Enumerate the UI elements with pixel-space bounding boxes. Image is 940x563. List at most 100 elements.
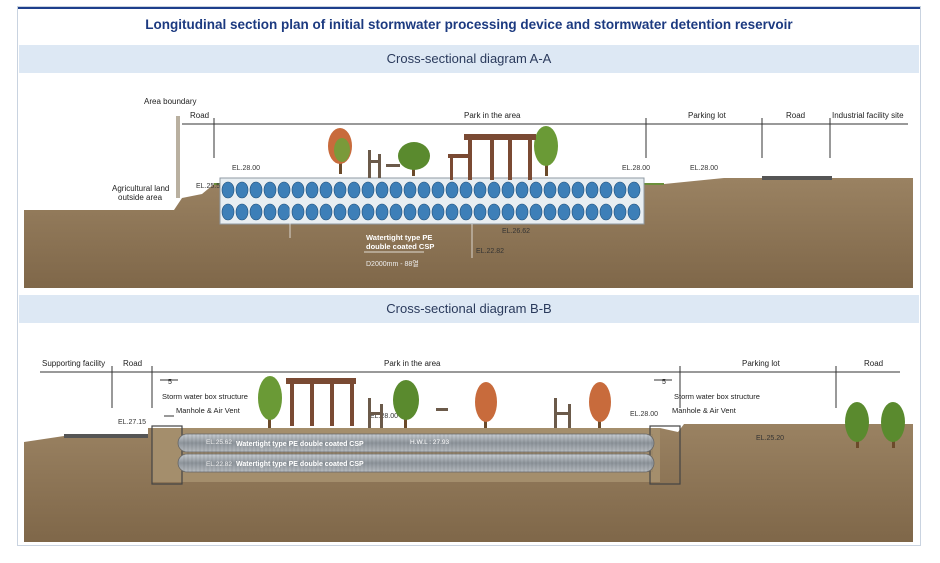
bench-post-group (368, 150, 400, 178)
pipe-cross-section (473, 203, 487, 221)
elevation-label: EL.26.62 (502, 228, 530, 235)
area-boundary-wall (176, 116, 180, 198)
pipe-cross-section (277, 203, 291, 221)
pipe-cross-section (445, 181, 459, 199)
pergola-structure (448, 134, 536, 180)
pipe-cross-section (487, 203, 501, 221)
elevation-label: EL.28.00 (232, 165, 260, 172)
hwl-label: H.W.L : 27.93 (410, 439, 450, 446)
tree-icon (398, 142, 430, 176)
pipe-spec-label: D2000mm - 88열 (366, 260, 419, 268)
pipe-cross-section (389, 181, 403, 199)
label-supporting: Supporting facility (42, 359, 105, 368)
tree-icon (881, 402, 905, 448)
dimension-left: 5 (168, 379, 172, 386)
label-parking: Parking lot (742, 359, 781, 368)
pipe-cross-section (431, 203, 445, 221)
detention-pipe-array (221, 181, 641, 221)
pipe-cross-section (305, 203, 319, 221)
pipe-cross-section (487, 181, 501, 199)
section-b-heading: Cross-sectional diagram B-B (19, 295, 919, 323)
pipe-cross-section (557, 181, 571, 199)
pipe-label-line2: double coated CSP (366, 242, 434, 251)
pipe-cross-section (305, 181, 319, 199)
pipe-cross-section (529, 181, 543, 199)
pipe-cross-section (599, 203, 613, 221)
label-area-boundary: Area boundary (144, 97, 196, 106)
pipe-cross-section (529, 203, 543, 221)
pipe-cross-section (473, 181, 487, 199)
elevation-label: EL.25.20 (756, 435, 784, 442)
pipe-cross-section (627, 203, 641, 221)
label-agricultural-line1: Agricultural land (112, 184, 169, 193)
section-a-diagram: Area boundary Road Park in the area Park… (24, 88, 913, 288)
pipe-cross-section (501, 181, 515, 199)
pipe-cross-section (291, 203, 305, 221)
section-b-diagram: Watertight type PE double coated CSP Wat… (24, 346, 913, 542)
label-park: Park in the area (464, 111, 521, 120)
label-park: Park in the area (384, 359, 441, 368)
pipe-cross-section (319, 181, 333, 199)
manhole-right-label: Manhole & Air Vent (672, 406, 737, 415)
label-road-right: Road (786, 111, 805, 120)
tree-icon (475, 382, 497, 428)
pipe-cross-section (557, 203, 571, 221)
page-title: Longitudinal section plan of initial sto… (145, 17, 793, 32)
tree-icon (393, 380, 419, 428)
pipe-cross-section (333, 181, 347, 199)
pipe-label-line1: Watertight type PE (366, 233, 432, 242)
pipe-cross-section (263, 203, 277, 221)
pipe-cross-section (347, 181, 361, 199)
pipe-cross-section (501, 203, 515, 221)
pipe-upper-label: Watertight type PE double coated CSP (236, 441, 364, 448)
pipe-cross-section (319, 203, 333, 221)
elevation-label: EL.28.00 (370, 413, 398, 420)
pipe-cross-section (571, 203, 585, 221)
pipe-cross-section (221, 203, 235, 221)
bench-post-group (368, 398, 571, 428)
storm-box-left-label: Storm water box structure (162, 392, 248, 401)
section-b-svg: Watertight type PE double coated CSP Wat… (24, 359, 913, 542)
pipe-cross-section (459, 181, 473, 199)
pipe-upper (177, 433, 655, 453)
storm-box-right (649, 425, 681, 485)
tree-icon (589, 382, 611, 428)
storm-box-right-label: Storm water box structure (674, 392, 760, 401)
pipe-cross-section (333, 203, 347, 221)
elevation-label: EL.28.00 (622, 165, 650, 172)
pipe-cross-section (431, 181, 445, 199)
pipe-lower-label: Watertight type PE double coated CSP (236, 461, 364, 468)
pipe-cross-section (235, 203, 249, 221)
pipe-cross-section (277, 181, 291, 199)
pipe-cross-section (361, 203, 375, 221)
pipe-cross-section (543, 203, 557, 221)
pipe-cross-section (249, 203, 263, 221)
pipe-cross-section (585, 181, 599, 199)
dimension-right: 5 (662, 379, 666, 386)
tree-icon (328, 128, 352, 174)
frame-accent-bar (18, 7, 920, 9)
pipe-cross-section (417, 181, 431, 199)
elevation-label: EL.25.62 (206, 439, 232, 446)
elevation-label: EL.25.50 (196, 183, 224, 190)
pipe-cross-section (403, 181, 417, 199)
elevation-label: EL.27.15 (118, 419, 146, 426)
pipe-cross-section (445, 203, 459, 221)
pipe-cross-section (249, 181, 263, 199)
pipe-cross-section (389, 203, 403, 221)
pipe-cross-section (417, 203, 431, 221)
label-parking: Parking lot (688, 111, 727, 120)
elevation-label: EL.22.82 (476, 248, 504, 255)
road-surface (762, 176, 832, 180)
label-industrial: Industrial facility site (832, 111, 904, 120)
tree-icon (258, 376, 282, 428)
pipe-cross-section (515, 181, 529, 199)
pipe-cross-section (585, 203, 599, 221)
pipe-cross-section (627, 181, 641, 199)
pipe-cross-section (375, 181, 389, 199)
pipe-cross-section (613, 203, 627, 221)
label-agricultural-line2: outside area (118, 193, 163, 202)
pipe-cross-section (543, 181, 557, 199)
storm-box-left (151, 425, 183, 485)
section-a-svg: Area boundary Road Park in the area Park… (24, 97, 913, 288)
